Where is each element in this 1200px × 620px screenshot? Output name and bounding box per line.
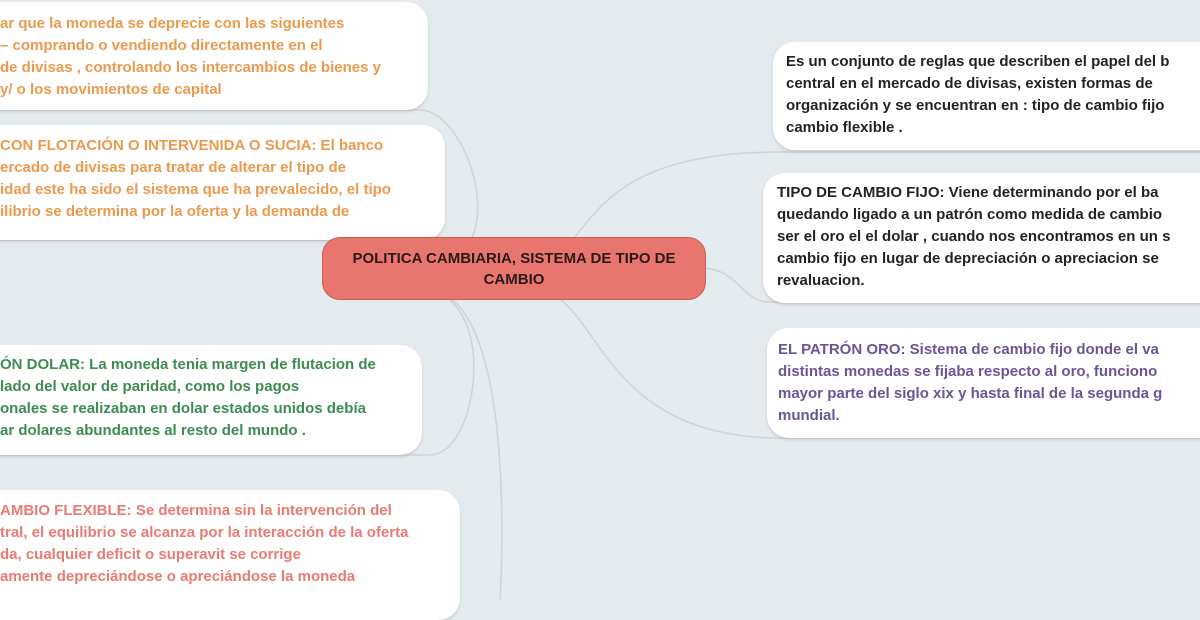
central-topic[interactable]: POLITICA CAMBIARIA, SISTEMA DE TIPO DE C… [322, 237, 706, 300]
node-text-line: EL PATRÓN ORO: Sistema de cambio fijo do… [778, 341, 1159, 358]
node-text-line: idad este ha sido el sistema que ha prev… [0, 181, 391, 198]
node-text-line: AMBIO FLEXIBLE: Se determina sin la inte… [0, 502, 392, 519]
node-text-line: mundial. [778, 407, 840, 424]
node-text-line: ilibrio se determina por la oferta y la … [0, 203, 350, 220]
node-text-line: CON FLOTACIÓN O INTERVENIDA O SUCIA: El … [0, 137, 384, 154]
node-text-line: ercado de divisas para tratar de alterar… [0, 159, 346, 176]
central-topic-title: POLITICA CAMBIARIA, SISTEMA DE TIPO DE C… [352, 249, 676, 288]
node-flexible-exchange[interactable]: AMBIO FLEXIBLE: Se determina sin la inte… [0, 490, 460, 620]
node-text-line: mayor parte del siglo xix y hasta final … [778, 385, 1163, 402]
node-dollar-standard[interactable]: ÓN DOLAR: La moneda tenia margen de flut… [0, 345, 422, 455]
node-text-line: tral, el equilibrio se alcanza por la in… [0, 524, 409, 541]
node-text-line: ser el oro el el dolar , cuando nos enco… [777, 228, 1171, 245]
node-fixed-exchange[interactable]: TIPO DE CAMBIO FIJO: Viene determinando … [763, 173, 1200, 303]
node-text-line: Es un conjunto de reglas que describen e… [786, 53, 1170, 70]
node-text-line: distintas monedas se fijaba respecto al … [778, 363, 1158, 380]
node-text-line: organización y se encuentran en : tipo d… [786, 97, 1165, 114]
node-text-line: cambio fijo en lugar de depreciación o a… [777, 250, 1159, 267]
node-managed-float[interactable]: CON FLOTACIÓN O INTERVENIDA O SUCIA: El … [0, 125, 445, 240]
node-text-line: ÓN DOLAR: La moneda tenia margen de flut… [0, 356, 376, 373]
connector-right-2 [699, 267, 1200, 303]
node-text-line: ar que la moneda se deprecie con las sig… [0, 15, 345, 32]
node-intervention-methods[interactable]: ar que la moneda se deprecie con las sig… [0, 2, 428, 110]
connector-right-3 [539, 289, 1200, 439]
node-text-line: cambio flexible . [786, 119, 903, 136]
connector-left-4 [429, 289, 503, 600]
node-text-line: TIPO DE CAMBIO FIJO: Viene determinando … [777, 184, 1159, 201]
node-text-line: de divisas , controlando los intercambio… [0, 59, 381, 76]
node-text-line: onales se realizaban en dolar estados un… [0, 400, 366, 417]
node-text-line: quedando ligado a un patrón como medida … [777, 206, 1163, 223]
node-text-line: da, cualquier deficit o superavit se cor… [0, 546, 301, 563]
node-text-line: – comprando o vendiendo directamente en … [0, 37, 323, 54]
node-text-line: lado del valor de paridad, como los pago… [0, 378, 300, 395]
node-text-line: revaluacion. [777, 272, 865, 289]
node-text-line: y/ o los movimientos de capital [0, 81, 222, 98]
node-text-line: central en el mercado de divisas, existe… [786, 75, 1153, 92]
node-text-line: ar dolares abundantes al resto del mundo… [0, 422, 306, 439]
node-text-line: amente depreciándose o apreciándose la m… [0, 568, 356, 585]
node-definition[interactable]: Es un conjunto de reglas que describen e… [773, 42, 1200, 150]
node-gold-standard[interactable]: EL PATRÓN ORO: Sistema de cambio fijo do… [767, 328, 1200, 438]
